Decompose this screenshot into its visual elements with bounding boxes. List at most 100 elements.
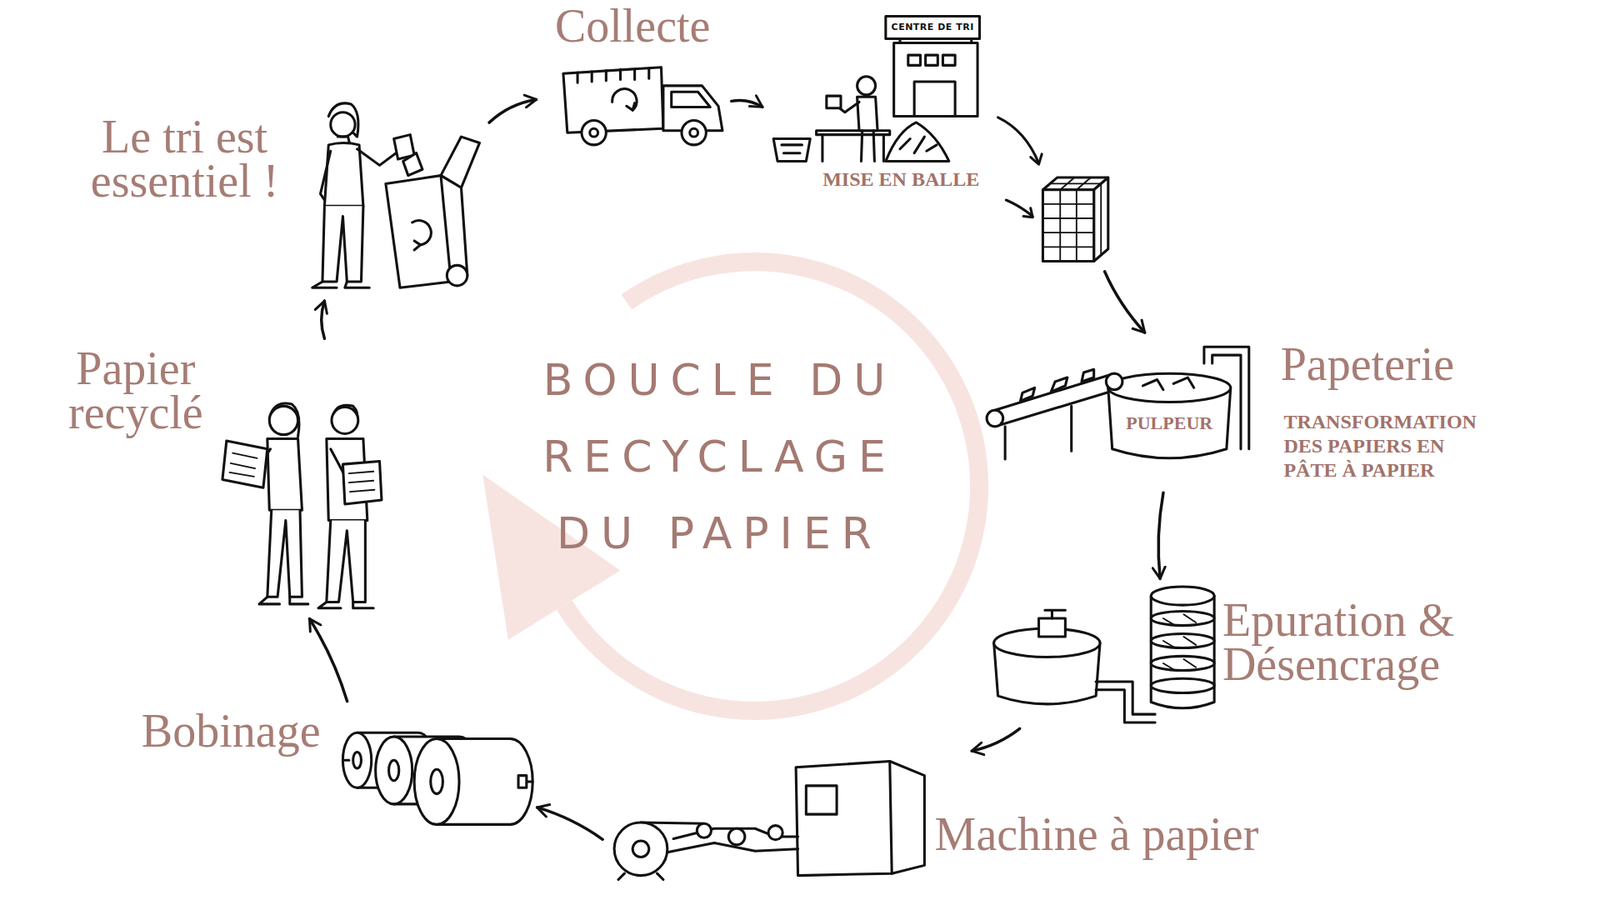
step-label: Papier recyclé — [49, 346, 223, 435]
paper-machine-part — [696, 823, 711, 838]
collection-truck-part — [690, 128, 699, 137]
recycling-bin-part — [414, 240, 420, 250]
sorting-centre-part — [885, 122, 950, 162]
paper-machine-part — [632, 840, 650, 858]
paper-machine-part — [768, 825, 783, 840]
collection-truck-part — [563, 67, 664, 133]
paper-rolls-part — [345, 759, 350, 762]
paper-rolls — [342, 732, 533, 825]
flow-arrow — [321, 300, 325, 339]
paper-machine-part — [805, 785, 837, 815]
deinking-unit-part — [1150, 586, 1215, 605]
sorting-centre-part — [816, 130, 890, 135]
flow-arrow — [489, 99, 537, 123]
recycling-bin — [385, 136, 480, 288]
readers-part — [342, 460, 382, 504]
deinking-unit-part — [1039, 618, 1066, 637]
process-step: Collecte — [540, 0, 727, 145]
paper-machine-part — [618, 873, 664, 880]
flow-arrow — [1158, 492, 1164, 579]
step-label: Collecte — [555, 4, 711, 49]
paper-rolls-part — [414, 739, 460, 825]
readers-part — [349, 471, 375, 492]
sorting-centre-part — [1030, 154, 1042, 165]
sorting-centre-part — [894, 42, 978, 116]
diagram-title: BOUCLE DU RECYCLAGE DU PAPIER — [518, 341, 910, 572]
paper-rolls-part — [430, 769, 444, 794]
process-step: Epuration & Désencrage — [987, 583, 1510, 726]
paper-rolls-part — [353, 751, 362, 769]
sorting-person-part — [357, 149, 397, 166]
deinking-unit-part — [1150, 595, 1215, 709]
step-label: Machine à papier — [935, 812, 1260, 857]
readers-part — [267, 439, 303, 511]
sorting-centre — [773, 16, 1042, 218]
pulper-part — [1081, 369, 1095, 382]
loop-ring-part — [564, 261, 980, 711]
sorting-centre-part — [1023, 208, 1033, 218]
sorting-centre-part — [900, 136, 937, 154]
flow-arrow — [971, 728, 1020, 751]
step-description: TRANSFORMATION DES PAPIERS EN PÂTE À PAP… — [1283, 410, 1493, 483]
paper-machine-part — [890, 760, 925, 874]
paper-rolls-part — [375, 736, 413, 805]
flow-arrow — [1105, 271, 1145, 333]
collection-truck-part — [612, 89, 637, 111]
paper-rolls-part — [389, 760, 400, 780]
paper-bale-part — [1042, 190, 1094, 262]
deinking-unit-part — [1045, 610, 1065, 619]
sorting-person-part — [403, 153, 423, 176]
deinking-unit-part — [1150, 655, 1215, 670]
sorting-centre-part — [885, 16, 980, 40]
sign-text: CENTRE DE TRI — [885, 21, 980, 34]
sorting-person-part — [320, 150, 330, 200]
pulper — [986, 346, 1250, 460]
recycling-bin-part — [385, 175, 451, 289]
deinking-unit-part — [1150, 633, 1215, 648]
readers-part — [269, 403, 300, 437]
process-step: Le tri est essentiel ! — [63, 96, 485, 296]
paper-bale-part — [1050, 177, 1101, 255]
collection-truck-part — [590, 128, 599, 137]
deinking-unit-part — [1095, 681, 1155, 723]
paper-machine-part — [614, 822, 668, 876]
collection-truck-part — [681, 120, 706, 145]
paper-machine-part — [728, 828, 745, 845]
deinking-unit-part — [1150, 610, 1215, 625]
process-step: MISE EN BALLE — [767, 10, 1113, 268]
sorting-centre-part — [860, 130, 875, 162]
pulper-part — [1108, 373, 1231, 402]
readers-part — [318, 601, 374, 608]
readers-part — [326, 520, 366, 602]
sorting-person-part — [322, 205, 364, 282]
deinking-unit — [994, 586, 1215, 723]
readers-part — [222, 440, 268, 488]
sorting-centre-part — [857, 76, 876, 95]
pulper-part — [1020, 387, 1035, 401]
pulper-part — [1050, 377, 1068, 392]
flow-arrow — [731, 100, 763, 107]
readers-part — [267, 510, 303, 597]
paper-rolls-part — [342, 732, 371, 788]
recycling-bin-part — [446, 265, 467, 285]
sorting-centre-part — [925, 55, 939, 65]
collection-truck-part — [577, 68, 650, 83]
paper-bale-part — [1042, 190, 1094, 262]
collection-truck — [563, 67, 723, 145]
machine-label: PULPEUR — [1118, 412, 1220, 435]
process-step: PapeterieTRANSFORMATION DES PAPIERS EN P… — [987, 336, 1520, 488]
readers-part — [331, 407, 359, 435]
sorting-centre-part — [826, 95, 841, 109]
flow-arrow — [537, 807, 604, 840]
collection-truck-part — [581, 120, 606, 145]
step-label: Papeterie — [1280, 342, 1455, 387]
step-label: Bobinage — [141, 709, 321, 754]
step-label: Epuration & Désencrage — [1222, 598, 1506, 687]
paper-bale — [1042, 177, 1108, 261]
pulper-part — [1142, 377, 1194, 390]
loop-ring — [482, 261, 980, 711]
sorting-centre-part — [942, 55, 955, 65]
step-label: MISE EN BALLE — [822, 167, 980, 192]
process-step: Machine à papier — [607, 753, 1335, 880]
collection-truck-part — [626, 103, 635, 111]
